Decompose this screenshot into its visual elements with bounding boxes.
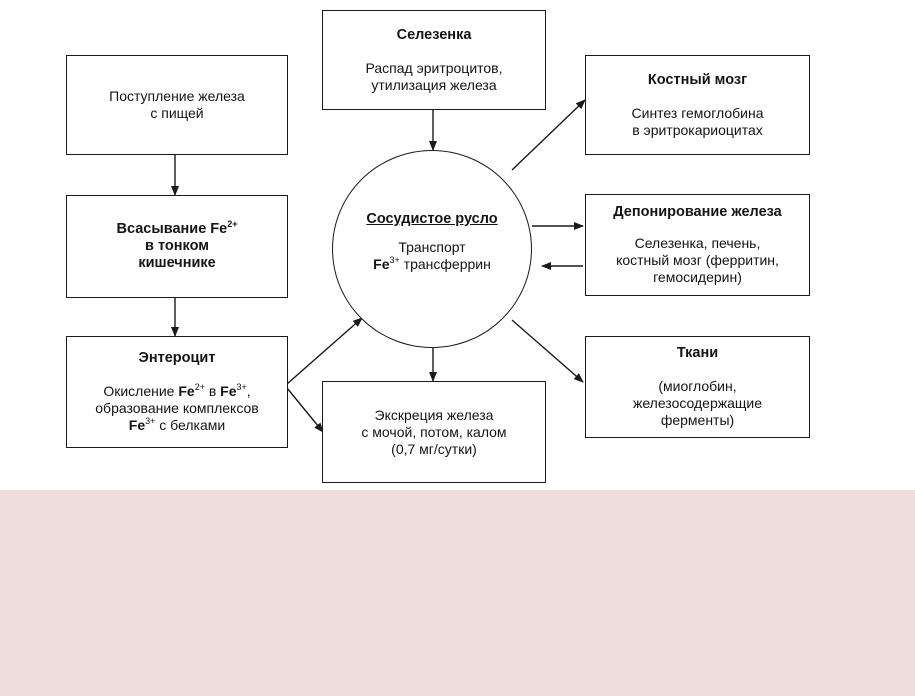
excretion-box: Экскреция железа с мочой, потом, калом (…: [322, 381, 546, 483]
enterocyte-sup3: 3+: [145, 416, 156, 426]
enterocyte-l3b: с белками: [155, 417, 226, 433]
iron-depot-line1: Селезенка, печень,: [634, 235, 761, 251]
enterocyte-sup2: 3+: [236, 382, 247, 392]
spleen-box: Селезенка Распад эритроцитов, утилизация…: [322, 10, 546, 110]
bone-marrow-box: Костный мозг Синтез гемоглобина в эритро…: [585, 55, 810, 155]
enterocyte-l1a: Окисление: [103, 383, 179, 399]
absorption-prefix: Всасывание: [116, 221, 211, 237]
enterocyte-fe3: Fe: [128, 417, 146, 433]
enterocyte-l1c: ,: [246, 383, 251, 399]
circle-charge: 3+: [389, 255, 400, 265]
spleen-title: Селезенка: [396, 26, 472, 43]
circle-line1: Транспорт: [398, 239, 466, 255]
excretion-line1: Экскреция железа: [374, 406, 494, 423]
enterocyte-fe1: Fe: [178, 383, 195, 399]
arrow-circle-to-marrow: [511, 99, 586, 171]
tissues-line2: железосодержащие: [632, 395, 763, 411]
tissues-title: Ткани: [676, 345, 719, 361]
arrow-circle-to-tissues: [511, 319, 584, 383]
vascular-bed-circle: Сосудистое русло Транспорт Fe3+ трансфер…: [332, 150, 532, 348]
excretion-line3: (0,7 мг/сутки): [391, 440, 477, 457]
diagram-canvas: Поступление железа с пищей Всасывание Fe…: [66, 10, 810, 483]
enterocyte-line2: образование комплексов: [95, 400, 259, 416]
iron-depot-line2: костный мозг (ферритин,: [616, 252, 779, 268]
food-intake-line2: с пищей: [150, 105, 204, 121]
absorption-fe: Fe: [210, 221, 228, 237]
tissues-box: Ткани (миоглобин, железосодержащие ферме…: [585, 336, 810, 438]
iron-depot-box: Депонирование железа Селезенка, печень, …: [585, 194, 810, 296]
enterocyte-sup1: 2+: [194, 382, 205, 392]
enterocyte-box: Энтероцит Окисление Fe2+ в Fe3+, образов…: [66, 336, 288, 448]
absorption-box: Всасывание Fe2+ в тонком кишечнике: [66, 195, 288, 298]
circle-title: Сосудистое русло: [366, 211, 498, 227]
absorption-charge: 2+: [227, 219, 238, 229]
food-intake-line1: Поступление железа: [109, 88, 245, 104]
tissues-line1: (миоглобин,: [658, 378, 737, 394]
absorption-line2: в тонком: [145, 238, 209, 254]
circle-line2: трансферрин: [399, 256, 491, 272]
arrow-enterocyte-to-circle: [286, 317, 363, 385]
food-intake-box: Поступление железа с пищей: [66, 55, 288, 155]
arrow-enterocyte-to-excretion: [286, 387, 324, 433]
enterocyte-fe2: Fe: [220, 383, 237, 399]
excretion-line2: с мочой, потом, калом: [361, 423, 507, 440]
enterocyte-l1b: в: [204, 383, 221, 399]
spleen-line1: Распад эритроцитов,: [365, 59, 503, 76]
enterocyte-title: Энтероцит: [138, 350, 216, 366]
absorption-line3: кишечнике: [138, 255, 216, 271]
bone-marrow-line2: в эритрокариоцитах: [632, 121, 763, 138]
bone-marrow-title: Костный мозг: [647, 71, 748, 88]
iron-depot-line3: гемосидерин): [653, 269, 742, 285]
iron-depot-title: Депонирование железа: [613, 204, 782, 220]
bottom-band: [0, 490, 915, 696]
circle-fe: Fe: [373, 256, 390, 272]
tissues-line3: ферменты): [660, 412, 735, 428]
spleen-line2: утилизация железа: [371, 76, 497, 93]
bone-marrow-line1: Синтез гемоглобина: [631, 104, 764, 121]
arrows-layer: [171, 99, 586, 433]
